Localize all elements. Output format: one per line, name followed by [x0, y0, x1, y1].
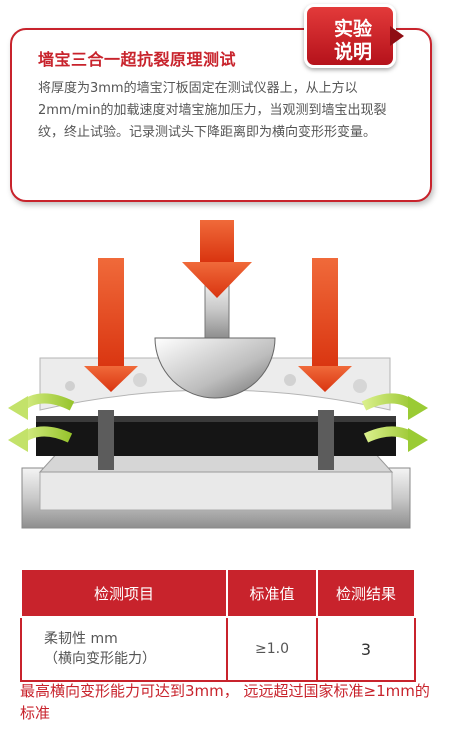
- cell-test-item: 柔韧性 mm （横向变形能力）: [20, 616, 228, 682]
- header-result: 检测结果: [316, 568, 416, 618]
- table-header-row: 检测项目 标准值 检测结果: [20, 568, 416, 618]
- cell-result: 3: [316, 616, 416, 682]
- press-head: [154, 279, 276, 399]
- test-illustration: [8, 220, 428, 529]
- cell-standard: ≥1.0: [226, 616, 318, 682]
- info-title: 墙宝三合一超抗裂原理测试: [38, 50, 237, 69]
- conclusion-note: 最高横向变形能力可达到3mm， 远远超过国家标准≥1mm的标准: [20, 682, 430, 722]
- results-table: 检测项目 标准值 检测结果 柔韧性 mm （横向变形能力） ≥1.0 3: [20, 568, 416, 682]
- badge-line-1: 实验: [333, 18, 372, 40]
- info-description: 将厚度为3mm的墙宝汀板固定在测试仪器上，从上方以2mm/min的加载速度对墙宝…: [38, 81, 387, 140]
- table-row: 柔韧性 mm （横向变形能力） ≥1.0 3: [20, 616, 416, 682]
- badge-panel: 实验 说明: [304, 4, 396, 68]
- deformation-arrows-left: [8, 393, 75, 452]
- item-subtitle: （横向变形能力）: [44, 651, 156, 667]
- badge-line-2: 说明: [333, 41, 372, 63]
- pressure-arrow-center: [182, 220, 252, 298]
- pressure-arrow-right: [298, 258, 352, 392]
- base-frame: [21, 449, 411, 529]
- header-standard: 标准值: [226, 568, 318, 618]
- header-test-item: 检测项目: [20, 568, 228, 618]
- pressure-arrow-left: [84, 258, 138, 392]
- test-sheet: [36, 410, 396, 470]
- deformation-arrows-right: [361, 393, 428, 452]
- experiment-badge: 实验 说明: [298, 4, 410, 68]
- badge-fold: [390, 26, 404, 46]
- item-name: 柔韧性 mm: [44, 631, 118, 647]
